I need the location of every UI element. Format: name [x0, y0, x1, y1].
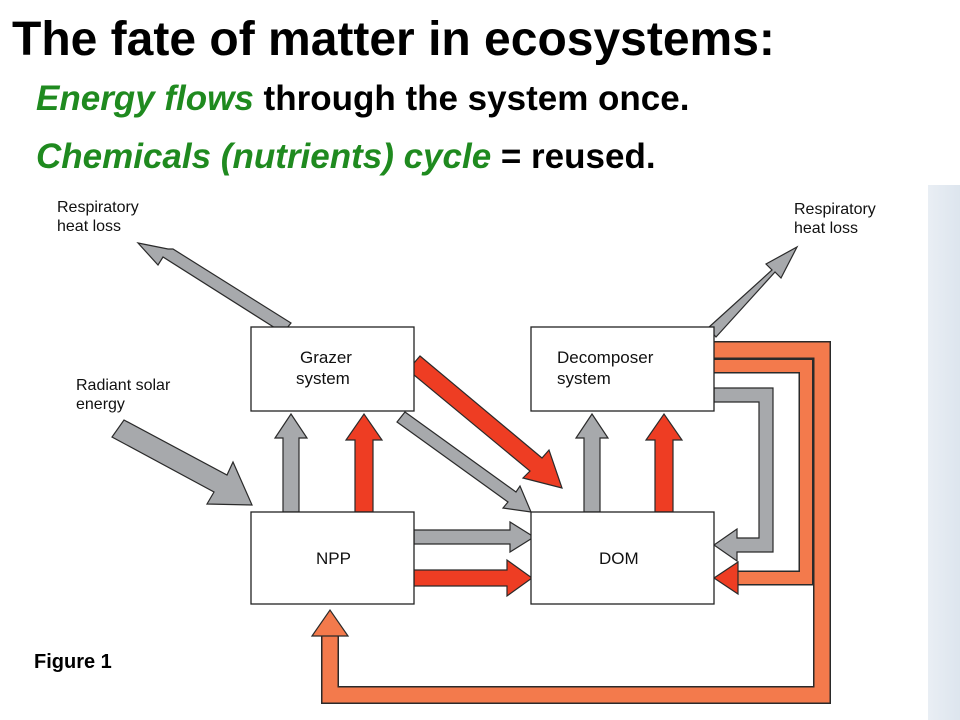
decomposer-respiration-arrow	[707, 245, 799, 338]
decomposer-system-box: Decomposer system	[530, 326, 715, 412]
npp-to-dom-nutrient-arrow	[413, 558, 534, 598]
solar-label-2: energy	[76, 396, 125, 413]
npp-to-grazer-nutrient-arrow	[344, 412, 384, 513]
npp-box: NPP	[250, 511, 415, 605]
grazer-label-2: system	[296, 369, 350, 388]
chemicals-highlight: Chemicals (nutrients) cycle	[36, 137, 492, 176]
dom-to-decomposer-arrow	[574, 412, 610, 513]
dom-label: DOM	[599, 549, 639, 568]
energy-flow-arrows	[111, 242, 799, 563]
energy-rest: through the system once.	[253, 79, 690, 118]
nutrient-flow-arrows	[344, 355, 684, 598]
resp-left-label-1: Respiratory	[57, 199, 139, 216]
subtitle-energy: Energy flows through the system once.	[36, 78, 689, 120]
resp-right-label-1: Respiratory	[794, 201, 876, 218]
page-title: The fate of matter in ecosystems:	[12, 13, 775, 66]
decomposer-label-1: Decomposer	[557, 348, 654, 367]
nutrient-return-loop	[310, 341, 831, 704]
grazer-system-box: Grazer system	[250, 326, 415, 412]
grazer-respiration-arrow	[136, 242, 292, 334]
subtitle-chemicals: Chemicals (nutrients) cycle = reused.	[36, 136, 656, 178]
decomposer-to-dom-arrow	[712, 387, 774, 563]
page-edge-shading	[928, 185, 960, 720]
npp-to-dom-energy-arrow	[413, 520, 536, 554]
npp-label: NPP	[316, 549, 351, 568]
dom-box: DOM	[530, 511, 715, 605]
grazer-to-dom-arrow	[396, 411, 532, 513]
solar-label-1: Radiant solar	[76, 377, 171, 394]
dom-to-decomposer-nutrient-arrow	[644, 412, 684, 513]
solar-energy-arrow	[111, 419, 253, 506]
grazer-to-dom-nutrient-arrow	[407, 355, 563, 489]
resp-right-label-2: heat loss	[794, 220, 858, 237]
chemicals-rest: = reused.	[491, 137, 656, 176]
npp-to-grazer-arrow	[273, 412, 309, 513]
grazer-label-1: Grazer	[300, 348, 352, 367]
energy-highlight: Energy flows	[36, 79, 254, 118]
decomposer-label-2: system	[557, 369, 611, 388]
resp-left-label-2: heat loss	[57, 218, 121, 235]
figure-label: Figure 1	[34, 651, 112, 673]
